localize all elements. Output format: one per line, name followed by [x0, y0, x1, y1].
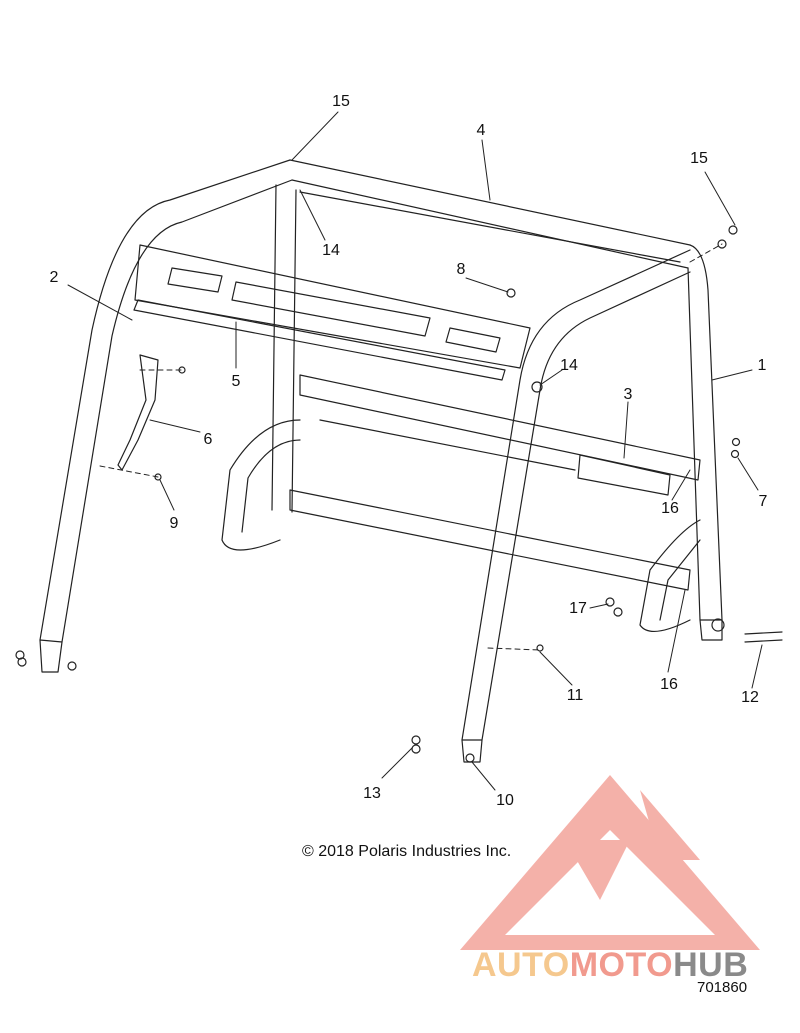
- left-grab-bar: [221, 419, 301, 551]
- center-post: [271, 184, 297, 513]
- part-1-right-rear-pillar: [687, 244, 723, 641]
- callout-1: 1: [757, 357, 767, 374]
- callout-14: 14: [322, 242, 340, 259]
- callout-17: 17: [569, 600, 587, 617]
- leader-lines: [67, 111, 763, 791]
- callout-7: 7: [758, 493, 768, 510]
- right-grab-bar: [639, 519, 701, 632]
- automotohub-logo-triangle: [460, 775, 760, 950]
- part-4-top-crossbar: [289, 159, 691, 269]
- callout-9: 9: [169, 515, 179, 532]
- callout-15: 15: [690, 150, 708, 167]
- callout-4: 4: [476, 122, 486, 139]
- callout-16: 16: [660, 676, 678, 693]
- callout-2: 2: [49, 269, 59, 286]
- part-2-left-rear-pillar: [39, 159, 293, 673]
- callout-15: 15: [332, 93, 350, 110]
- logo-word-auto: AUTO: [472, 946, 570, 984]
- part-5-panel: [133, 244, 531, 381]
- copyright-notice: © 2018 Polaris Industries Inc.: [302, 843, 512, 860]
- callout-10: 10: [496, 792, 514, 809]
- callout-14: 14: [560, 357, 578, 374]
- part-3-lower-frame: [289, 374, 701, 591]
- callout-8: 8: [456, 261, 466, 278]
- callout-13: 13: [363, 785, 381, 802]
- callout-12: 12: [741, 689, 759, 706]
- diagram-number: 701860: [697, 979, 748, 996]
- callout-3: 3: [623, 386, 633, 403]
- callout-5: 5: [231, 373, 241, 390]
- callout-6: 6: [203, 431, 213, 448]
- logo-word-moto: MOTO: [569, 946, 674, 984]
- callout-16: 16: [661, 500, 679, 517]
- front-hoop: [461, 249, 691, 763]
- logo-word-hub: HUB: [673, 946, 749, 984]
- part-6-bracket: [117, 354, 159, 471]
- automotohub-logo: AUTOMOTOHUB: [472, 946, 748, 985]
- callout-11: 11: [566, 687, 584, 704]
